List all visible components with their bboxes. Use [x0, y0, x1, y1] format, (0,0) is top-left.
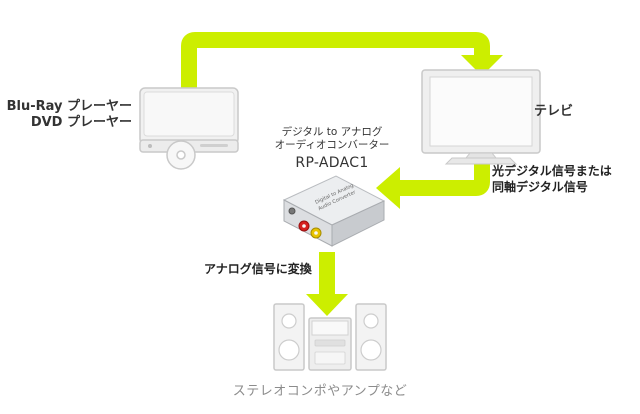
- stereo-system-icon: [273, 303, 387, 371]
- stereo-label: ステレオコンポやアンプなど: [232, 384, 408, 399]
- digital-input-line-1: 光デジタル信号または: [492, 164, 612, 178]
- source-line-2: DVD プレーヤー: [30, 115, 132, 131]
- arrow-analog-output: [306, 252, 348, 316]
- digital-input-line-2: 同軸デジタル信号: [492, 179, 588, 194]
- blu-ray-player-icon: [139, 87, 239, 170]
- digital-input-label: 光デジタル信号または 同軸デジタル信号: [492, 164, 612, 195]
- converter-model: RP-ADAC1: [295, 155, 369, 172]
- television-icon: [421, 69, 541, 165]
- converter-label: デジタル to アナログ オーディオコンバーター RP-ADAC1: [262, 126, 402, 173]
- arrow-top-route: [181, 32, 503, 88]
- analog-output-label: アナログ信号に変換: [204, 262, 312, 276]
- tv-label: テレビ: [534, 104, 574, 119]
- source-line-1: Blu-Ray プレーヤー: [6, 99, 132, 114]
- arrow-digital-input: [376, 163, 490, 209]
- converter-caption-line-1: デジタル to アナログ: [281, 126, 383, 138]
- audio-converter-icon: Digital to Analog Audio Converter: [282, 175, 386, 247]
- converter-caption-line-2: オーディオコンバーター: [274, 139, 390, 152]
- source-device-label: Blu-Ray プレーヤー DVD プレーヤー: [6, 99, 132, 132]
